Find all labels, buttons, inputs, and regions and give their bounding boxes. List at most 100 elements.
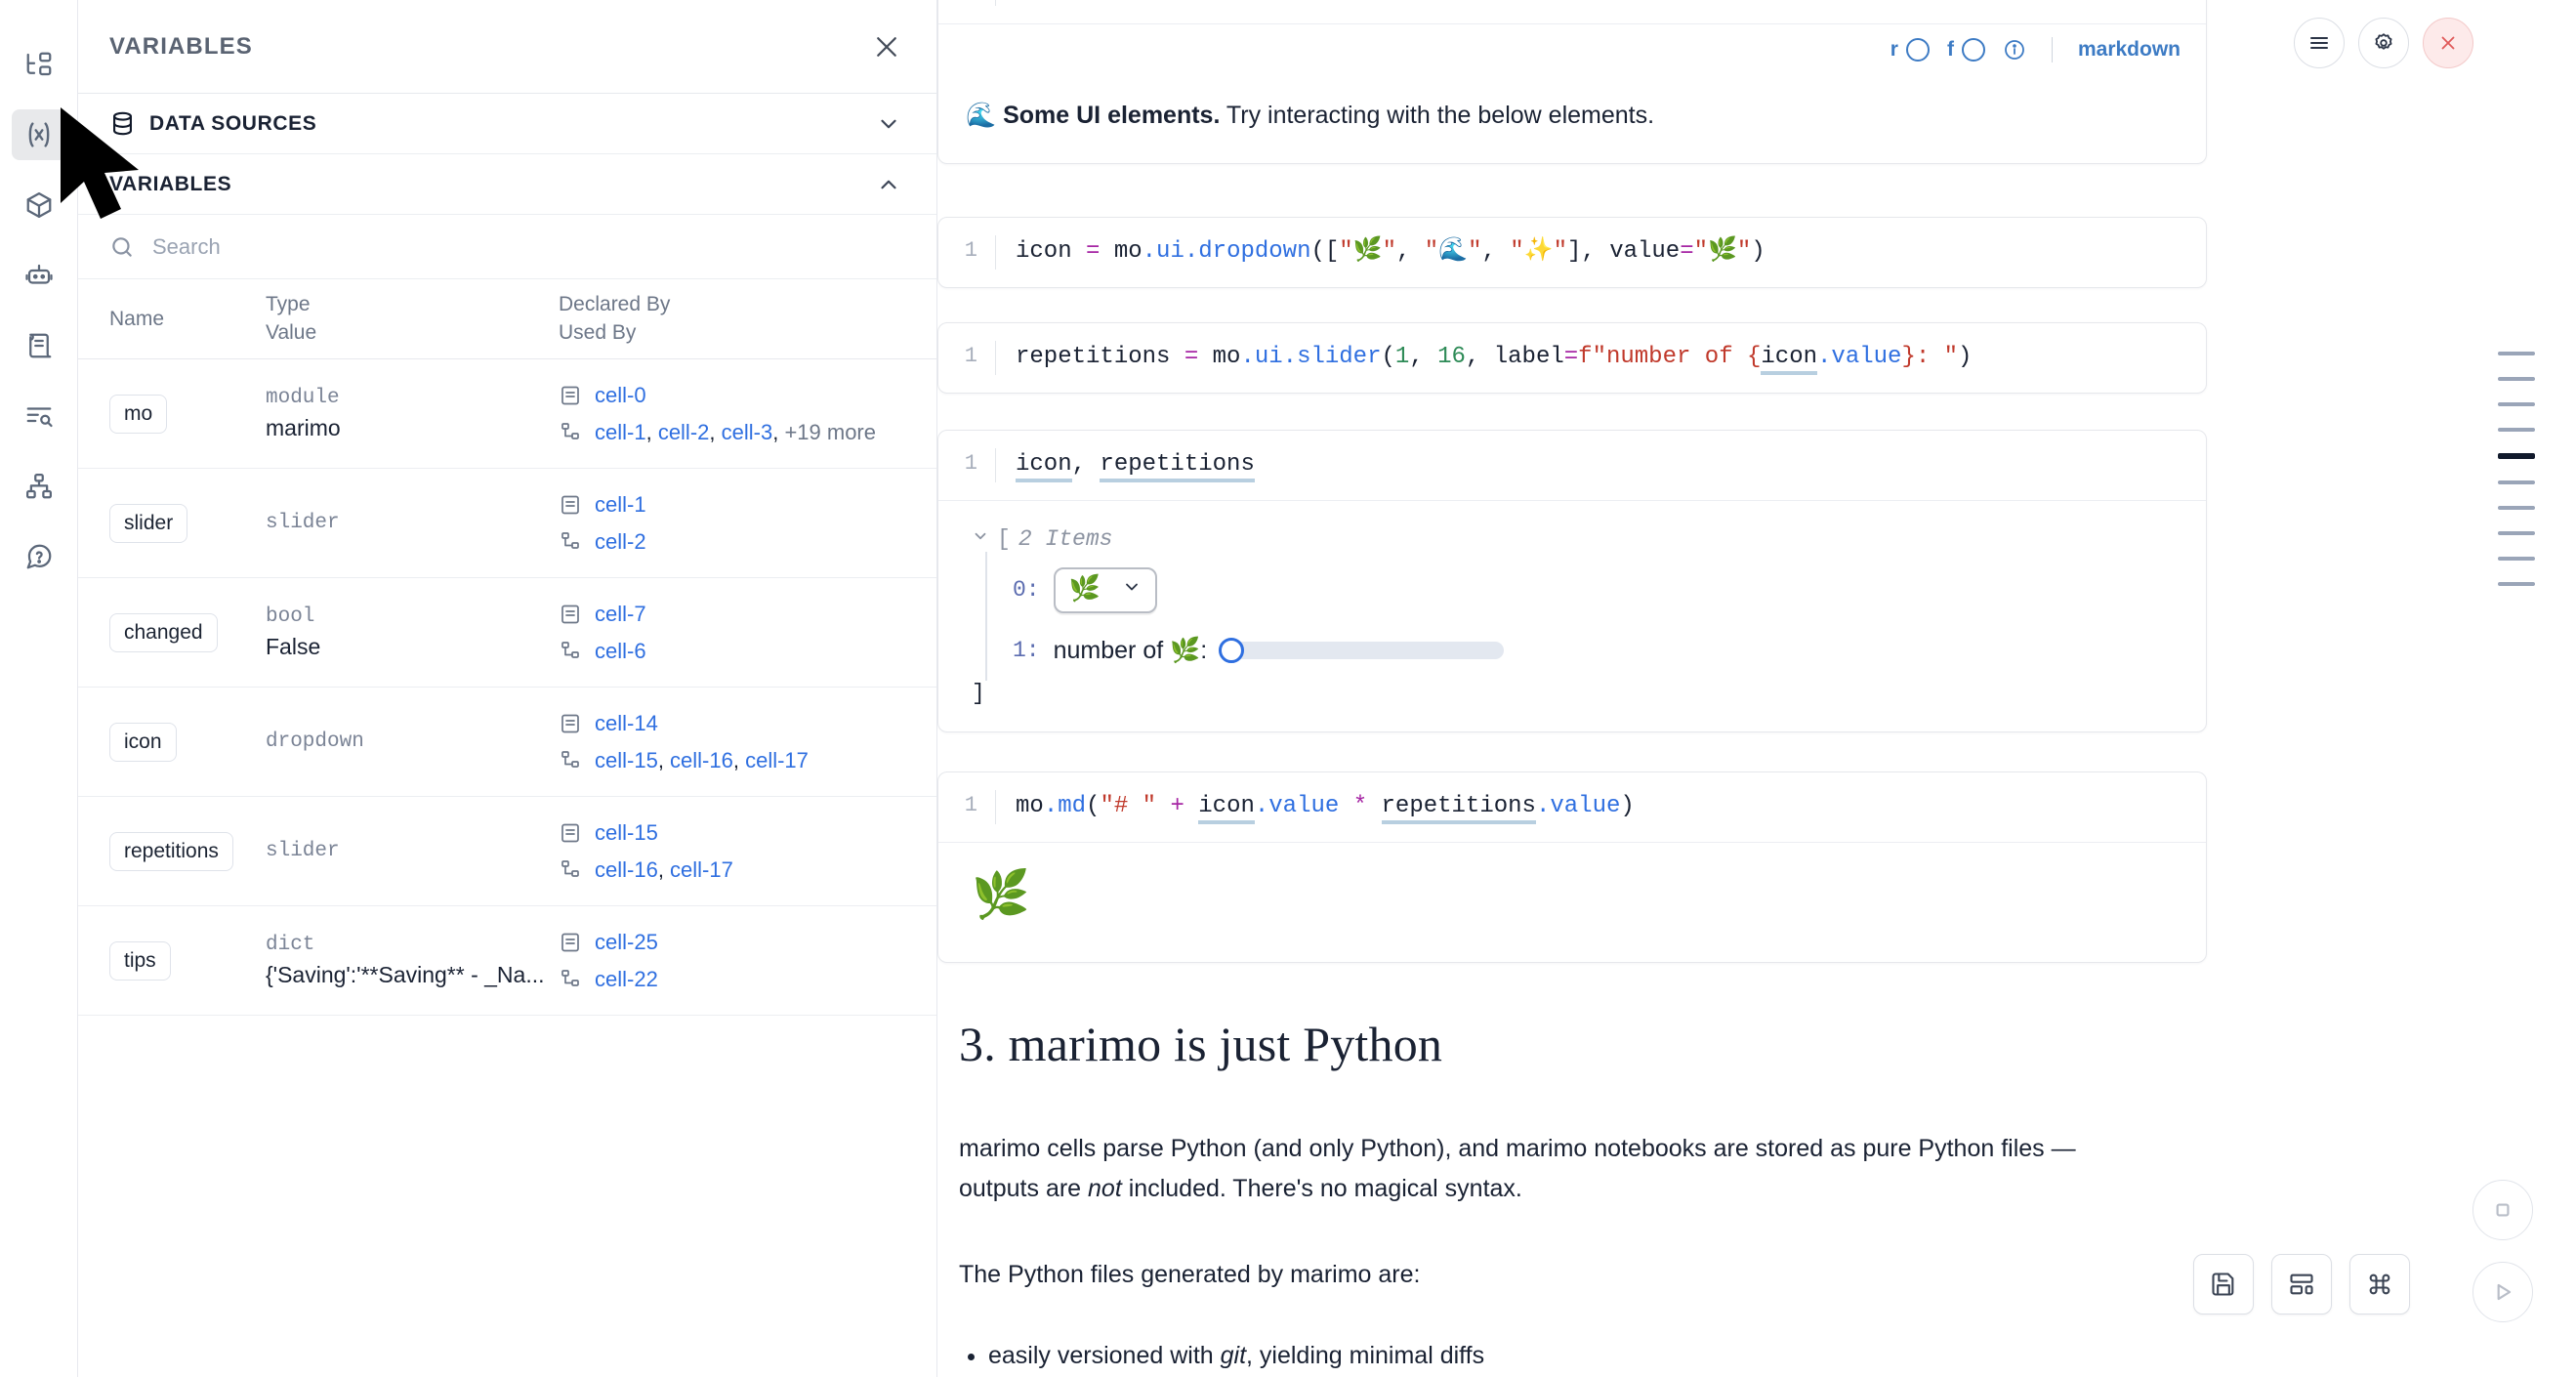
- cell-link[interactable]: cell-16: [670, 747, 733, 772]
- declared-by-line: cell-7: [559, 602, 927, 627]
- settings-gear-icon[interactable]: [2358, 18, 2409, 68]
- code-text[interactable]: icon = mo.ui.dropdown(["🌿", "🌊", "✨"], v…: [995, 235, 1766, 270]
- cell-link[interactable]: cell-15: [595, 819, 658, 845]
- minimap-line[interactable]: [2498, 428, 2535, 432]
- chevron-down-icon[interactable]: [876, 111, 901, 137]
- save-button[interactable]: [2193, 1254, 2254, 1314]
- code-text[interactable]: repetitions = mo.ui.slider(1, 16, label=…: [995, 341, 1972, 375]
- variable-name-cell: mo: [109, 394, 266, 434]
- minimap-line[interactable]: [2498, 506, 2535, 510]
- run-button[interactable]: [2472, 1262, 2533, 1322]
- cell-link[interactable]: cell-6: [595, 638, 646, 663]
- dependency-icon: [559, 640, 582, 663]
- minimap-line[interactable]: [2498, 582, 2535, 586]
- cell-link[interactable]: cell-3: [721, 419, 773, 444]
- variables-table: Name Type Value Declared By Used By mo m…: [78, 279, 936, 1016]
- cell-link[interactable]: cell-17: [745, 747, 809, 772]
- code-cell-icon[interactable]: 1 icon = mo.ui.dropdown(["🌿", "🌊", "✨"],…: [937, 217, 2207, 288]
- logs-icon[interactable]: [12, 391, 66, 441]
- search-input[interactable]: [152, 233, 905, 260]
- chevron-up-icon[interactable]: [876, 172, 901, 197]
- cell-link[interactable]: cell-16: [595, 856, 658, 882]
- table-row[interactable]: mo module marimo cell-0 cell-1, cell-2, …: [78, 359, 936, 469]
- code-text[interactable]: mo.md("# " + icon.value * repetitions.va…: [995, 790, 1635, 824]
- table-row[interactable]: slider slider cell-1 cell-2: [78, 469, 936, 578]
- minimap-line[interactable]: [2498, 402, 2535, 406]
- minimap-scrollbar[interactable]: [2498, 352, 2535, 586]
- cell-link[interactable]: cell-15: [595, 747, 658, 772]
- code-cell-display[interactable]: 1 icon, repetitions [ 2 Items: [937, 430, 2207, 732]
- more-cells-label[interactable]: +19 more: [784, 419, 876, 444]
- section-variables[interactable]: VARIABLES: [78, 154, 936, 215]
- minimap-line[interactable]: [2498, 480, 2535, 484]
- icon-rail: [0, 0, 78, 1377]
- package-icon[interactable]: [12, 180, 66, 230]
- code-cell-repetitions[interactable]: 1 repetitions = mo.ui.slider(1, 16, labe…: [937, 322, 2207, 394]
- command-palette-button[interactable]: [2349, 1254, 2410, 1314]
- interrupt-button[interactable]: [2472, 1180, 2533, 1240]
- cell-link[interactable]: cell-1: [595, 419, 646, 444]
- table-row[interactable]: changed bool False cell-7 cell-6: [78, 578, 936, 688]
- scratchpad-icon[interactable]: [12, 320, 66, 371]
- slider-input[interactable]: [1219, 638, 1505, 664]
- variable-type-cell: slider: [266, 512, 559, 534]
- dropdown-input[interactable]: 🌿: [1053, 566, 1157, 613]
- variable-name-pill[interactable]: icon: [109, 722, 177, 762]
- minimap-line[interactable]: [2498, 377, 2535, 381]
- cell-link[interactable]: cell-1: [595, 491, 646, 517]
- table-row[interactable]: icon dropdown cell-14 cell-15, cell-16, …: [78, 688, 936, 797]
- variable-name-pill[interactable]: slider: [109, 503, 188, 543]
- code-text[interactable]: icon, repetitions: [995, 448, 1255, 482]
- close-icon[interactable]: [872, 32, 901, 62]
- table-row[interactable]: repetitions slider cell-15 cell-16, cell…: [78, 797, 936, 906]
- toggle-f[interactable]: f: [1947, 38, 1985, 63]
- cell-link[interactable]: cell-2: [657, 419, 710, 444]
- variable-name-pill[interactable]: repetitions: [109, 831, 233, 871]
- minimap-line[interactable]: [2498, 352, 2535, 355]
- cell-link[interactable]: cell-2: [595, 528, 646, 554]
- declared-by-cells: cell-25: [595, 930, 658, 955]
- toggle-r-ring[interactable]: [1905, 38, 1930, 63]
- slider-track[interactable]: [1219, 638, 1505, 664]
- variable-type: module: [266, 386, 340, 409]
- cell-link[interactable]: cell-14: [595, 710, 658, 735]
- toggle-f-ring[interactable]: [1961, 38, 1985, 63]
- collapse-chevron-icon[interactable]: [972, 526, 989, 552]
- robot-icon[interactable]: [12, 250, 66, 301]
- minimap-line[interactable]: [2498, 453, 2535, 459]
- cell-link[interactable]: cell-17: [670, 856, 733, 882]
- cell-link[interactable]: cell-22: [595, 966, 658, 991]
- slider-knob[interactable]: [1219, 638, 1245, 664]
- bracket-open: [: [997, 525, 1011, 552]
- cell-link[interactable]: cell-25: [595, 929, 658, 954]
- list-summary[interactable]: [ 2 Items: [972, 526, 2173, 552]
- toggle-r[interactable]: r: [1890, 38, 1930, 63]
- cell-link[interactable]: cell-7: [595, 601, 646, 626]
- minimap-line[interactable]: [2498, 557, 2535, 561]
- section-data-sources[interactable]: DATA SOURCES: [78, 94, 936, 154]
- layout-button[interactable]: [2271, 1254, 2332, 1314]
- close-cell-button[interactable]: [2423, 18, 2473, 68]
- info-icon[interactable]: [2003, 38, 2026, 62]
- table-row[interactable]: tips dict {'Saving':'**Saving** - _Na...…: [78, 906, 936, 1016]
- cell-language-badge[interactable]: markdown: [2077, 38, 2181, 62]
- variables-icon[interactable]: [11, 109, 66, 160]
- dependency-icon: [559, 858, 582, 882]
- markdown-cell-ui-elements[interactable]: 1 "**🌊 Some UI elements.**" Try interact…: [937, 0, 2207, 164]
- variable-name-pill[interactable]: changed: [109, 612, 218, 652]
- variable-name-pill[interactable]: mo: [109, 394, 168, 434]
- paragraph-italic: not: [1088, 1175, 1122, 1203]
- declared-by-cells: cell-14: [595, 711, 658, 736]
- code-cell-md-render[interactable]: 1 mo.md("# " + icon.value * repetitions.…: [937, 772, 2207, 963]
- dependency-graph-icon[interactable]: [12, 461, 66, 512]
- menu-button[interactable]: [2294, 18, 2345, 68]
- file-explorer-icon[interactable]: [12, 39, 66, 90]
- code-token: ,: [1481, 238, 1511, 265]
- help-icon[interactable]: [12, 531, 66, 582]
- minimap-line[interactable]: [2498, 531, 2535, 535]
- code-token-icon: icon: [1016, 451, 1072, 482]
- cell-link[interactable]: cell-0: [595, 382, 646, 407]
- variable-name-pill[interactable]: tips: [109, 940, 171, 981]
- declared-by-cells: cell-7: [595, 602, 646, 627]
